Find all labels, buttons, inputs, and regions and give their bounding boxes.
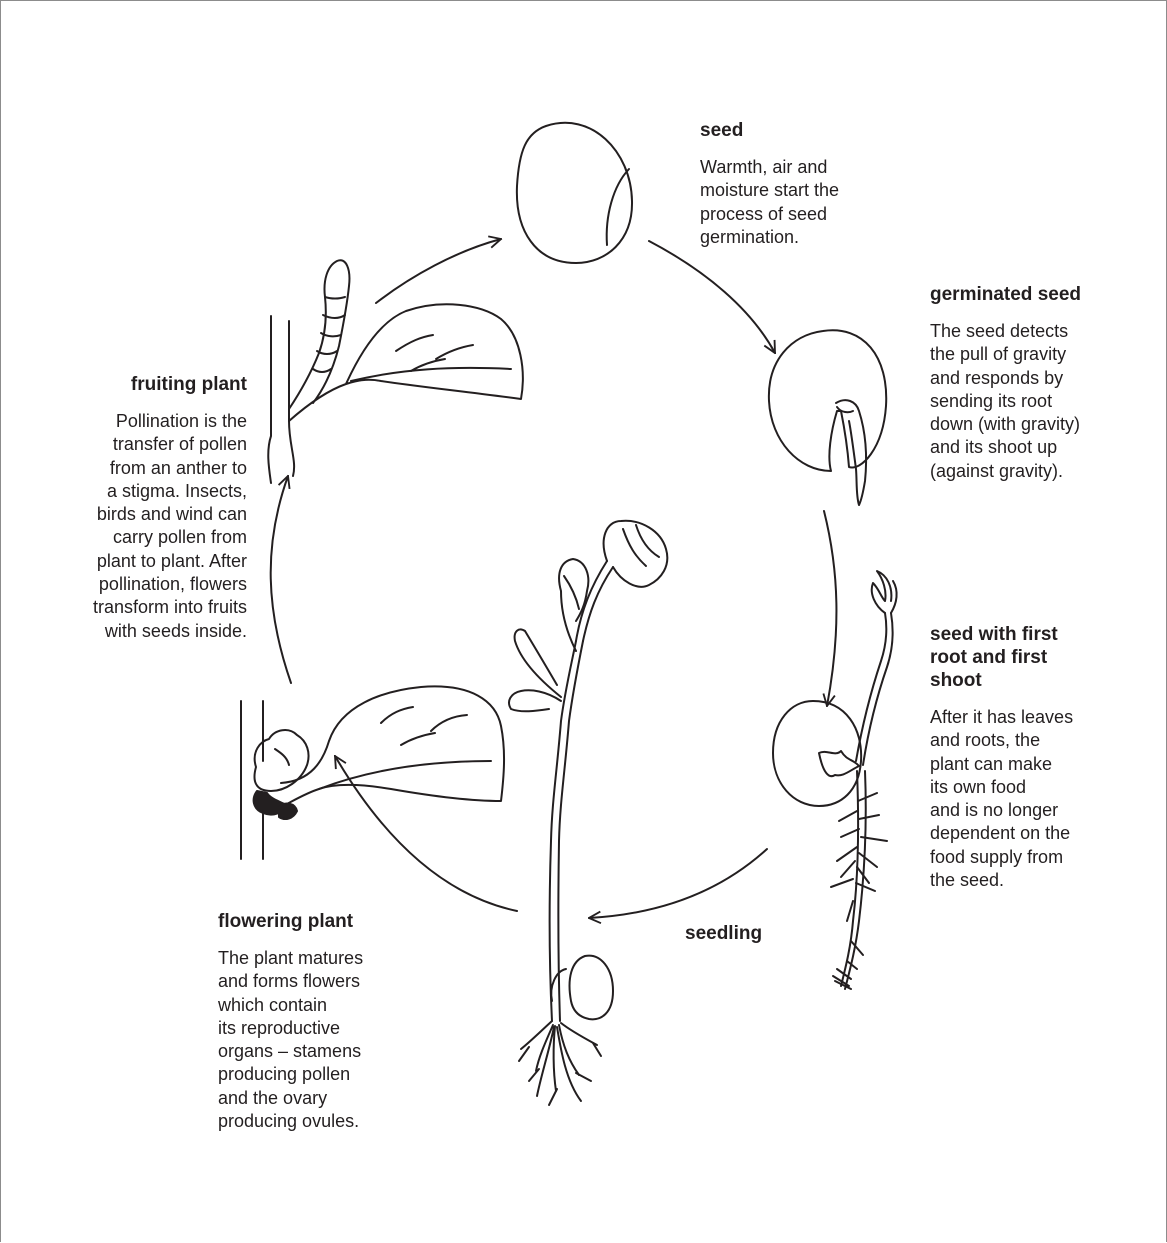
stage-flowering-plant-title: flowering plant [218, 910, 428, 933]
flowering-plant-illustration [241, 686, 504, 859]
stage-seed-text: Warmth, air and moisture start the proce… [700, 156, 900, 249]
germinated-seed-illustration [769, 330, 886, 505]
arrow-seed-to-germinated [649, 241, 775, 353]
seed-illustration [517, 123, 632, 263]
stage-fruiting-plant-title: fruiting plant [41, 373, 247, 396]
arrow-seedling-to-flowering [335, 756, 517, 911]
seedling-illustration [509, 521, 667, 1105]
stage-flowering-plant-text: The plant matures and forms flowers whic… [218, 947, 428, 1133]
stage-flowering-plant-block: flowering plant The plant matures and fo… [218, 910, 428, 1133]
fruiting-plant-illustration [268, 260, 523, 483]
stage-first-root-shoot-title: seed with first root and first shoot [930, 623, 1155, 692]
stage-first-root-shoot-block: seed with first root and first shoot Aft… [930, 623, 1155, 892]
stage-seed-block: seed Warmth, air and moisture start the … [700, 119, 900, 249]
arrow-flowering-to-fruiting [271, 476, 291, 683]
stage-seedling-title: seedling [685, 922, 762, 945]
stage-fruiting-plant-block: fruiting plant Pollination is the transf… [41, 373, 247, 643]
stage-seed-title: seed [700, 119, 900, 142]
stage-germinated-seed-block: germinated seed The seed detects the pul… [930, 283, 1155, 483]
stage-fruiting-plant-text: Pollination is the transfer of pollen fr… [41, 410, 247, 643]
stage-germinated-seed-text: The seed detects the pull of gravity and… [930, 320, 1155, 483]
stage-germinated-seed-title: germinated seed [930, 283, 1155, 306]
arrow-sprout-to-seedling [589, 849, 767, 918]
arrow-germinated-to-sprout [824, 511, 836, 706]
stage-first-root-shoot-text: After it has leaves and roots, the plant… [930, 706, 1155, 892]
sprouting-seed-illustration [773, 571, 897, 989]
arrow-fruit-to-seed [376, 239, 501, 303]
